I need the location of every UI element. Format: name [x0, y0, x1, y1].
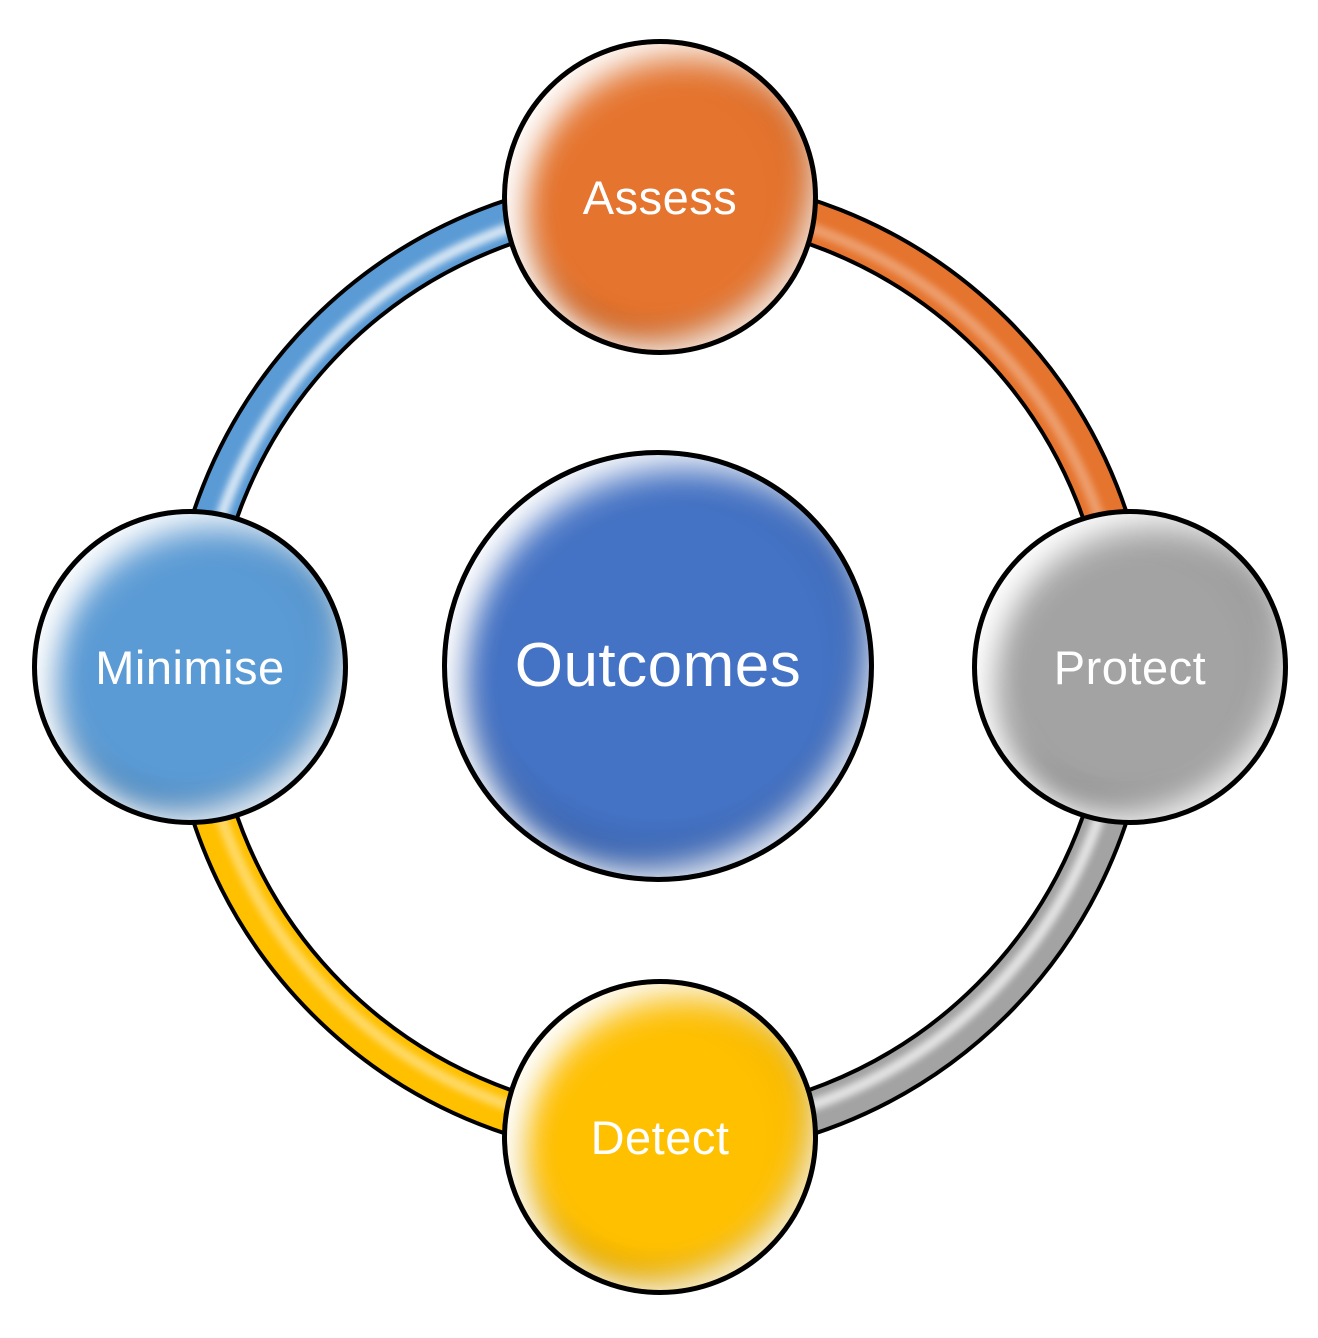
node-assess: Assess — [502, 39, 818, 355]
node-outcomes-label: Outcomes — [514, 631, 802, 700]
node-minimise-label: Minimise — [95, 640, 285, 694]
node-detect-label: Detect — [590, 1110, 730, 1164]
node-detect: Detect — [502, 979, 818, 1295]
node-outcomes: Outcomes — [442, 450, 874, 882]
node-protect: Protect — [972, 509, 1288, 825]
node-assess-label: Assess — [582, 170, 738, 224]
node-minimise: Minimise — [32, 509, 348, 825]
node-protect-label: Protect — [1053, 640, 1207, 694]
